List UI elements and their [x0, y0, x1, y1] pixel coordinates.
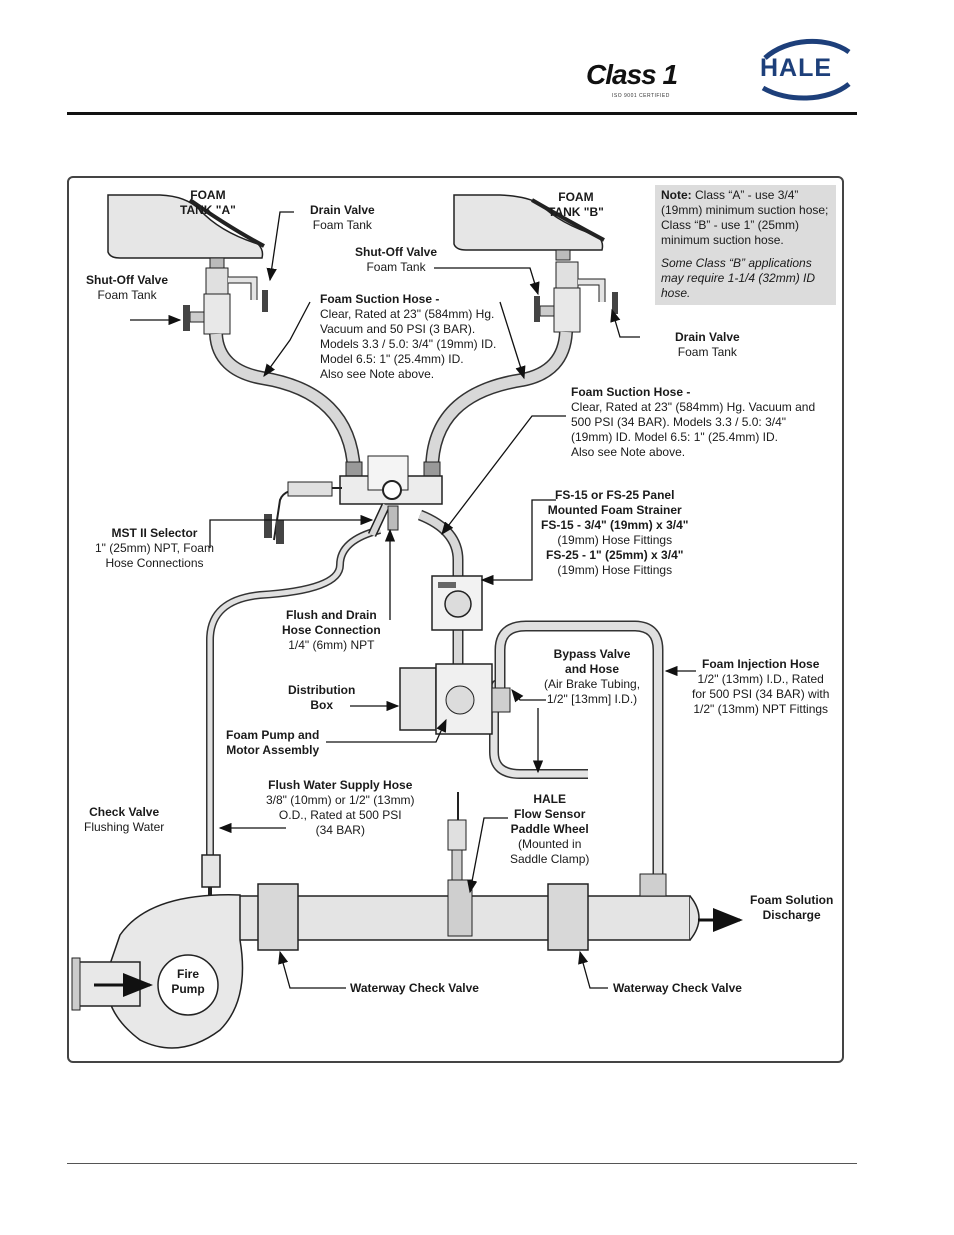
footer-rule [67, 1163, 857, 1164]
foam-strainer [431, 575, 483, 631]
hale-swoosh-icon [761, 38, 851, 101]
label-mst-selector: MST II Selector 1" (25mm) NPT, Foam Hose… [95, 526, 214, 570]
foam-pump-assembly [435, 663, 511, 735]
hale-logo: HALE [757, 36, 853, 104]
class1-tagline: ISO 9001 CERTIFIED [612, 93, 670, 99]
header-rule [67, 112, 857, 115]
foam-suction-hose-a [209, 333, 361, 471]
note-label: Note: [661, 188, 692, 202]
note-text: Class “A” - use 3/4” (19mm) minimum suct… [661, 188, 829, 247]
label-suction-hose-b: Foam Suction Hose - Clear, Rated at 23" … [571, 385, 816, 459]
distribution-box [399, 667, 437, 731]
label-foam-pump: Foam Pump and Motor Assembly [226, 728, 320, 757]
label-waterway-check-left: Waterway Check Valve [350, 981, 479, 995]
label-injection-hose: Foam Injection Hose 1/2" (13mm) I.D., Ra… [692, 657, 830, 716]
flow-sensor [447, 792, 467, 881]
drain-valve-b [578, 278, 618, 314]
mst-selector [264, 455, 443, 544]
label-check-valve: Check Valve Flushing Water [84, 805, 165, 834]
hale-logo-text: HALE [760, 54, 833, 82]
drain-valve-a [228, 276, 268, 312]
label-distribution-box: Distribution Box [288, 683, 356, 712]
label-waterway-check-right: Waterway Check Valve [613, 981, 742, 995]
note-italic: Some Class “B” applications may require … [661, 256, 816, 300]
shutoff-valve-a [183, 267, 231, 335]
note-box: Note: Class “A” - use 3/4” (19mm) minimu… [655, 185, 836, 305]
class1-logo-text: Class 1 [586, 59, 678, 90]
leader-lines [130, 211, 743, 989]
label-flush-water: Flush Water Supply Hose 3/8" (10mm) or 1… [266, 778, 415, 837]
class1-logo: Class 1 ISO 9001 CERTIFIED [586, 55, 706, 105]
label-suction-hose-a: Foam Suction Hose - Clear, Rated at 23" … [320, 292, 497, 381]
foam-tank-a [107, 194, 265, 269]
label-foam-strainer: FS-15 or FS-25 Panel Mounted Foam Strain… [541, 488, 689, 577]
waterway-pipe [235, 873, 700, 951]
label-fire-pump: Fire Pump [171, 967, 205, 996]
label-flush-drain: Flush and Drain Hose Connection 1/4" (6m… [282, 608, 381, 652]
foam-suction-hose-b [425, 331, 573, 471]
shutoff-valve-b [534, 261, 581, 333]
label-bypass-valve: Bypass Valve and Hose (Air Brake Tubing,… [544, 647, 641, 706]
label-flow-sensor: HALE Flow Sensor Paddle Wheel (Mounted i… [510, 792, 590, 866]
check-valve [201, 854, 221, 900]
foam-tank-b [453, 194, 605, 261]
label-foam-discharge: Foam Solution Discharge [750, 893, 834, 922]
foam-injection-hose [494, 620, 664, 878]
fire-pump [71, 894, 244, 1049]
flush-water-supply-hose [206, 526, 382, 855]
